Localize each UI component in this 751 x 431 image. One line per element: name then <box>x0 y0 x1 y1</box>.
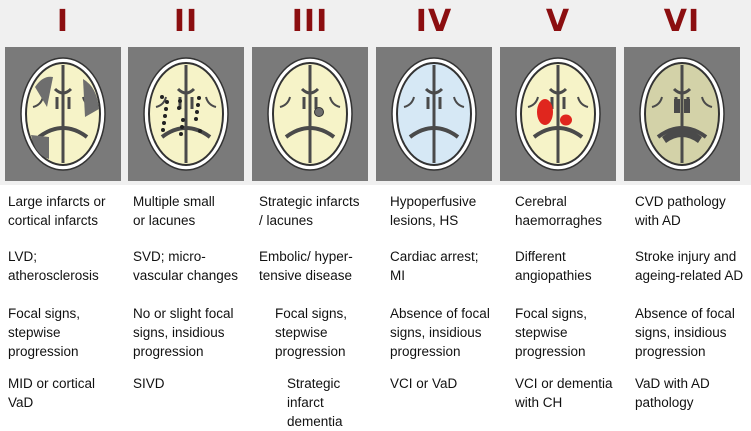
brain-illustration <box>624 47 740 181</box>
lesion-type-text: Hypoperfusive lesions, HS <box>390 194 477 228</box>
brain-illustration <box>128 47 244 181</box>
lesion-type-text: Strategic infarcts / lacunes <box>259 194 360 228</box>
posterior-ventricles <box>532 126 584 139</box>
lacune <box>181 118 185 122</box>
category-column-I: I Large infarcts or cortical infarcts LV… <box>5 0 129 426</box>
posterior-ventricles <box>656 126 708 139</box>
diagnosis-text: SIVD <box>133 376 165 391</box>
brain-illustration <box>500 47 616 181</box>
lesion-type-text: Cerebral haemorraghes <box>515 194 603 228</box>
sulci <box>403 96 465 108</box>
lacune <box>163 114 167 118</box>
category-column-VI: VI CVD pathology with AD Stroke injury a… <box>624 0 748 426</box>
clinical-signs-text: Focal signs, stepwise progression <box>8 306 81 359</box>
ventricles <box>53 87 73 109</box>
lacune <box>178 99 182 103</box>
ventricles <box>300 87 320 109</box>
lacune <box>162 121 166 125</box>
enlarged-ventricle <box>674 99 690 113</box>
brain-scan-svg <box>639 57 725 171</box>
diagnosis-text: Strategic infarct dementia <box>287 376 343 429</box>
haemorrhage <box>537 99 553 125</box>
lacune <box>194 117 198 121</box>
category-numeral: I <box>56 4 70 39</box>
brain-scan-svg <box>267 57 353 171</box>
category-numeral: III <box>291 4 329 39</box>
lesion-type-text: Large infarcts or cortical infarcts <box>8 194 106 228</box>
lacune <box>161 128 165 132</box>
category-numeral: II <box>173 4 199 39</box>
lesion-type-text: Multiple small or lacunes <box>133 194 215 228</box>
brain-illustration <box>5 47 121 181</box>
lacune <box>195 110 199 114</box>
posterior-ventricles <box>37 126 89 139</box>
posterior-ventricles <box>408 126 460 139</box>
clinical-signs-text: Focal signs, stepwise progression <box>275 306 348 359</box>
lacune <box>164 107 168 111</box>
brain-scan-svg <box>143 57 229 171</box>
strategic-infarct <box>314 107 324 117</box>
clinical-signs-text: Absence of focal signs, insidious progre… <box>635 306 735 359</box>
lacune <box>165 100 169 104</box>
posterior-ventricles <box>284 126 336 139</box>
cortical-infarct <box>35 76 53 107</box>
cause-text: LVD; atherosclerosis <box>8 249 99 283</box>
sulci <box>651 96 713 108</box>
lacune <box>196 103 200 107</box>
cause-text: Embolic/ hyper- tensive disease <box>259 249 353 283</box>
cause-text: Cardiac arrest; MI <box>390 249 479 283</box>
brain-illustration <box>252 47 368 181</box>
lacune <box>180 125 184 129</box>
posterior-ventricles <box>160 126 212 139</box>
sulci <box>527 96 589 108</box>
diagnosis-text: MID or cortical VaD <box>8 376 96 410</box>
lacune <box>179 132 183 136</box>
lacune <box>197 96 201 100</box>
category-column-V: V Cerebral haemorraghes Different angiop… <box>500 0 624 426</box>
category-numeral: IV <box>415 4 453 39</box>
cause-text: Stroke injury and ageing-related AD <box>635 249 744 283</box>
lacune <box>177 106 181 110</box>
clinical-signs-text: No or slight focal signs, insidious prog… <box>133 306 234 359</box>
cortical-infarct <box>83 79 99 117</box>
cortical-infarct <box>31 135 49 159</box>
lacune <box>160 95 164 99</box>
cause-text: SVD; micro- vascular changes <box>133 249 239 283</box>
haemorrhage <box>560 114 572 126</box>
brain-illustration <box>376 47 492 181</box>
diagnosis-text: VCI or VaD <box>390 376 458 391</box>
category-numeral: V <box>545 4 571 39</box>
cause-text: Different angiopathies <box>515 249 592 283</box>
enlarged-ventricle <box>662 129 702 143</box>
diagnosis-text: VCI or dementia with CH <box>515 376 613 410</box>
diagnosis-text: VaD with AD pathology <box>635 376 710 410</box>
category-column-II: II Multiple small or lacunes SVD; micro-… <box>128 0 252 426</box>
category-numeral: VI <box>663 4 701 39</box>
lesion-type-text: CVD pathology with AD <box>635 194 726 228</box>
sulci <box>155 96 217 108</box>
brain-scan-svg <box>391 57 477 171</box>
category-column-III: III Strategic infarcts / lacunes Embolic… <box>252 0 376 429</box>
brain-scan-svg <box>20 57 106 171</box>
lacune <box>198 129 202 133</box>
sulci <box>279 96 341 108</box>
clinical-signs-text: Absence of focal signs, insidious progre… <box>390 306 490 359</box>
category-column-IV: IV Hypoperfusive lesions, HS Cardiac arr… <box>376 0 500 426</box>
clinical-signs-text: Focal signs, stepwise progression <box>515 306 588 359</box>
brain-scan-svg <box>515 57 601 171</box>
ventricles <box>424 87 444 109</box>
